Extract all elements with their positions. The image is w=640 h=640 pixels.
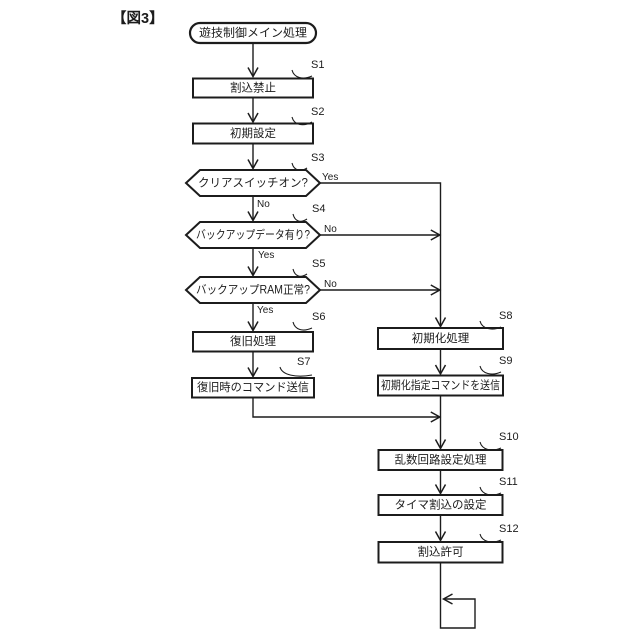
step-tag-s7: S7 [279,356,313,377]
node-s8: 初期化処理 [377,327,504,350]
s2-leader-line [291,116,313,126]
s12-label: 割込許可 [418,545,464,559]
s3-leader-line [291,162,308,171]
branch-label-s5-yes: Yes [257,305,273,316]
s8-label: 初期化処理 [412,331,470,345]
s3-label: クリアスイッチオン? [198,177,308,190]
connector-s7-join [252,397,442,423]
step-tag-s2: S2 [291,106,324,126]
s1-label: 割込禁止 [230,81,276,95]
branch-label-s4-yes: Yes [258,250,274,261]
step-tag-s5: S5 [292,258,325,277]
s12-process-shape [377,541,504,564]
branch-label-s5-no: No [324,279,337,290]
s10-tag-label: S10 [499,431,519,443]
step-tag-s10: S10 [479,431,519,451]
s8-process-shape [377,327,504,350]
s4-decision-shape [184,221,322,249]
s11-leader-line [479,486,502,496]
node-s5: バックアップRAM正常? [184,276,322,304]
s6-process-shape [192,331,314,353]
step-tag-s8: S8 [479,310,512,330]
s9-label: 初期化指定コマンドを送信 [381,378,500,392]
step-tag-s4: S4 [292,203,325,222]
node-s4: バックアップデータ有り? [184,221,322,249]
s9-leader-line [479,365,502,375]
s11-tag-label: S11 [499,476,518,488]
s12-leader-line [479,533,502,543]
s1-process-shape [192,77,314,99]
s5-leader-line [292,268,308,277]
s8-leader-line [479,320,502,330]
figure-title: 【図3】 [112,10,164,27]
node-s1: 割込禁止 [192,77,314,99]
s8-tag-label: S8 [499,310,512,322]
step-tag-s3: S3 [291,152,324,171]
step-tag-s9: S9 [479,355,512,375]
s5-label: バックアップRAM正常? [196,284,310,297]
step-tag-s6: S6 [292,311,325,331]
s4-tag-label: S4 [312,203,325,215]
s2-tag-label: S2 [311,106,324,118]
s4-label: バックアップデータ有り? [196,228,310,242]
s9-tag-label: S9 [499,355,512,367]
node-s7: 復旧時のコマンド送信 [191,377,315,399]
branch-label-s3-yes: Yes [322,172,338,183]
branch-label-s4-no: No [324,224,337,235]
step-tag-s12: S12 [479,523,519,543]
s10-process-shape [377,449,504,471]
s6-leader-line [292,321,313,331]
step-tag-s1: S1 [291,59,324,79]
s2-process-shape [192,122,314,145]
s7-process-shape [191,377,315,399]
s1-leader-line [291,69,313,79]
s7-tag-label: S7 [297,356,310,368]
node-start: 遊技制御メイン処理 [188,21,318,45]
s7-leader-line [279,366,313,377]
s10-leader-line [479,441,502,451]
step-tag-s11: S11 [479,476,518,496]
s7-label: 復旧時のコマンド送信 [197,380,309,394]
node-s9: 初期化指定コマンドを送信 [377,374,504,397]
s3-decision-shape [184,169,322,197]
node-s12: 割込許可 [377,541,504,564]
node-s3: クリアスイッチオン? [184,169,322,197]
s11-label: タイマ割込の設定 [395,498,487,512]
s2-label: 初期設定 [230,126,276,140]
s5-tag-label: S5 [312,258,325,270]
node-s11: タイマ割込の設定 [377,494,504,516]
s4-leader-line [292,213,308,222]
s9-process-shape [377,374,504,397]
s12-tag-label: S12 [499,523,519,535]
s1-tag-label: S1 [311,59,324,71]
connector-main-loop-back [439,562,476,629]
s6-label: 復旧処理 [230,334,276,348]
s6-tag-label: S6 [312,311,325,323]
start-terminator-shape [188,21,318,45]
s5-decision-shape [184,276,322,304]
s3-tag-label: S3 [311,152,324,164]
s10-label: 乱数回路設定処理 [395,453,487,467]
node-s10: 乱数回路設定処理 [377,449,504,471]
start-label: 遊技制御メイン処理 [199,26,308,40]
branch-label-s3-no: No [257,199,270,210]
node-s2: 初期設定 [192,122,314,145]
node-s6: 復旧処理 [192,331,314,353]
connector-s3-s8-yes [320,182,447,329]
s11-process-shape [377,494,504,516]
